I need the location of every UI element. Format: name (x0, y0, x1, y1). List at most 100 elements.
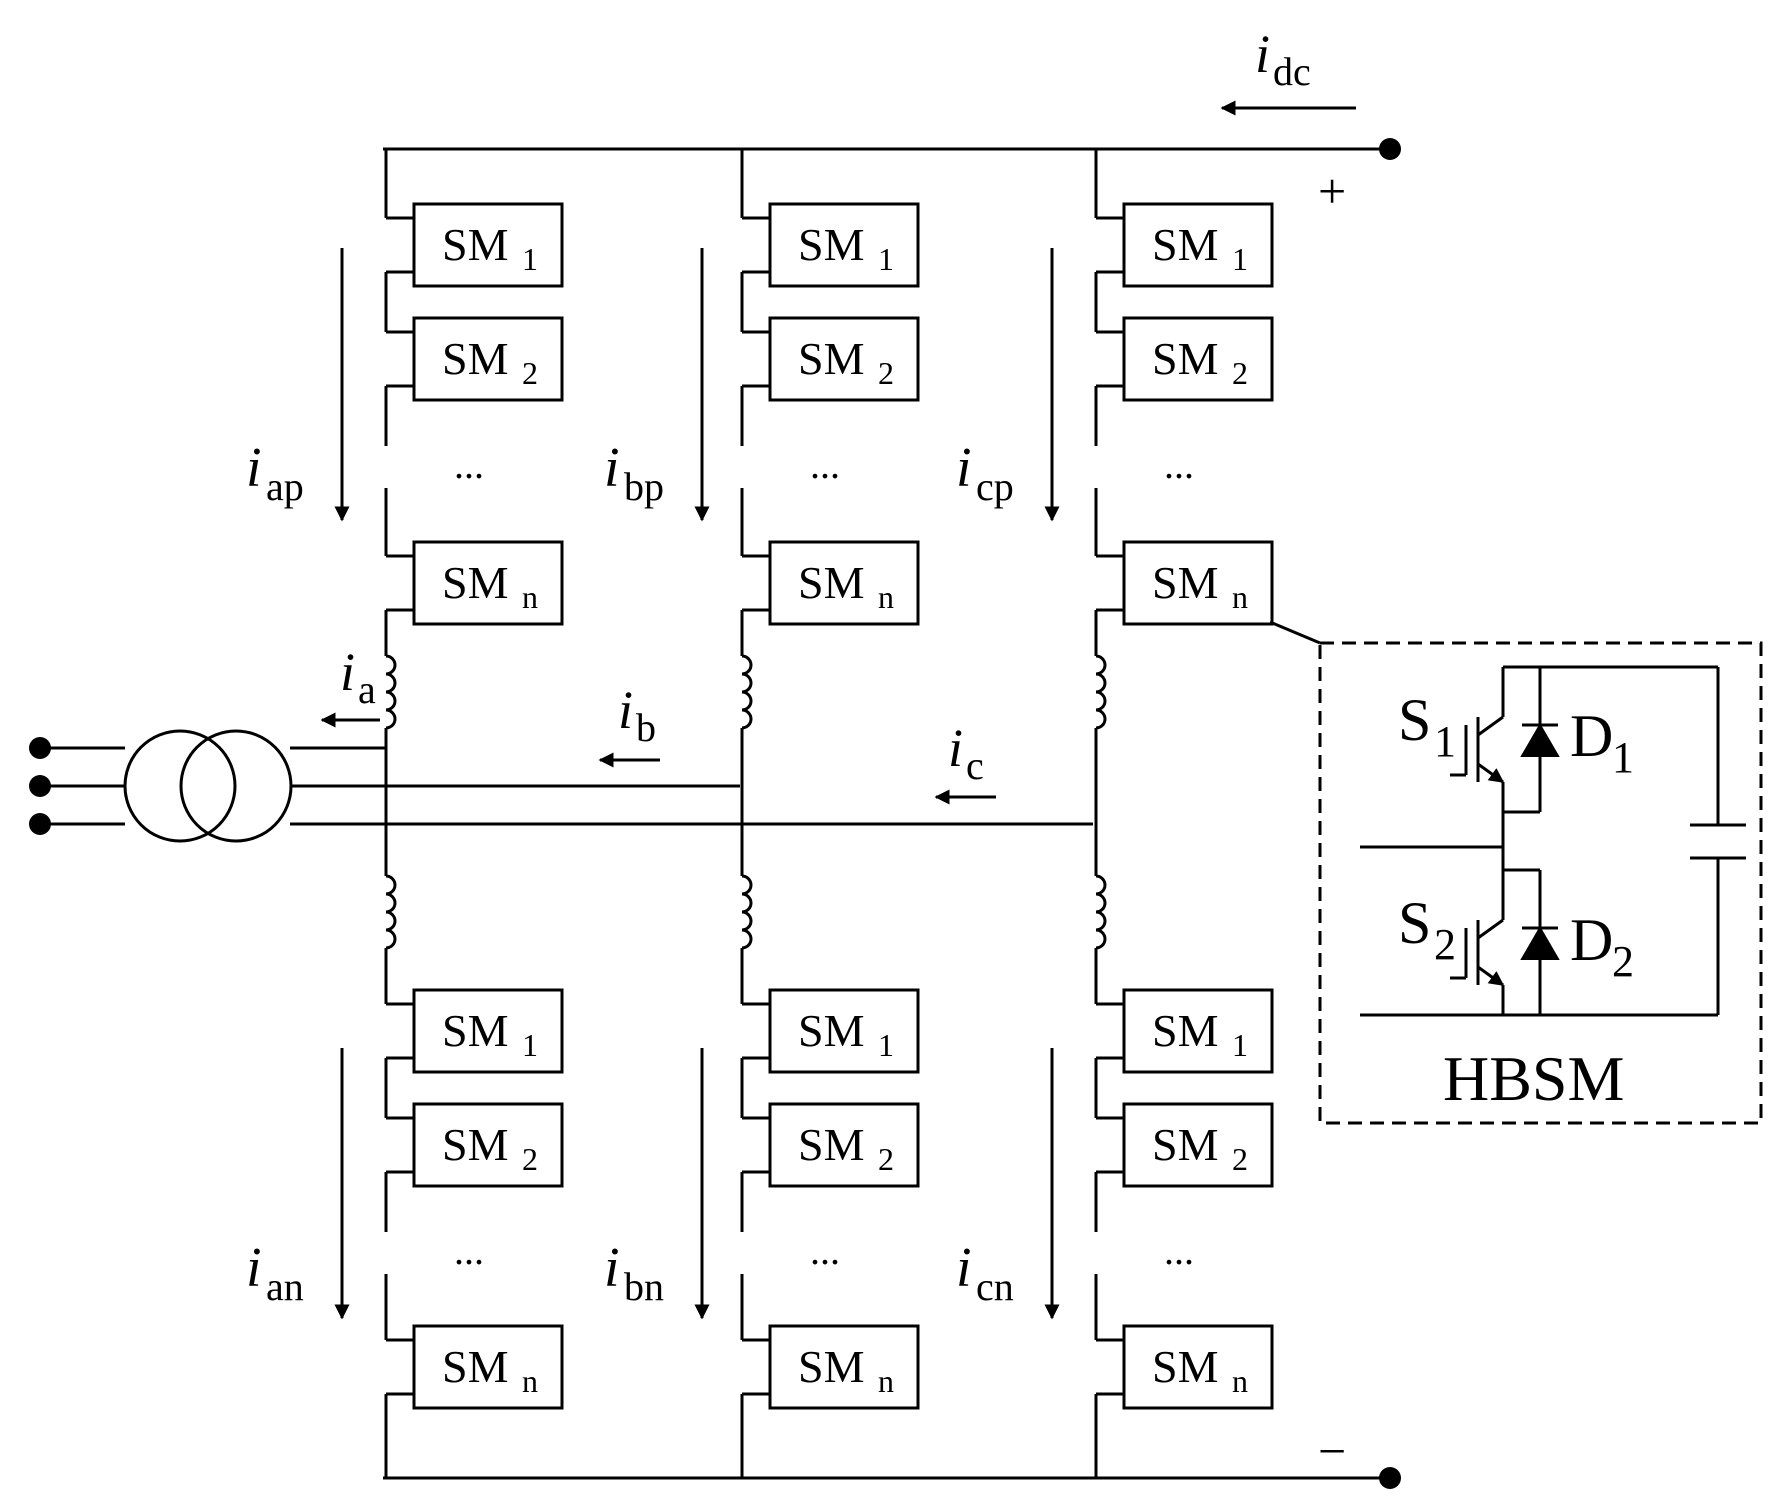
submodule-subscript: 1 (878, 1027, 894, 1063)
submodule-subscript: 2 (522, 355, 538, 391)
submodule-label: SM (1152, 333, 1218, 384)
arm-reactor-bn (741, 874, 753, 950)
submodule-box (1122, 540, 1274, 626)
arm-reactor-ap (385, 654, 397, 730)
ellipsis-an: ... (454, 1228, 484, 1273)
submodule-label: SM (1152, 219, 1218, 270)
s2-label: S (1398, 890, 1431, 956)
d2-subscript: 2 (1612, 937, 1634, 986)
submodule-box (412, 540, 564, 626)
submodule-cn-2: SM 2 (1096, 1102, 1274, 1188)
submodule-subscript: 1 (522, 241, 538, 277)
submodule-subscript: 1 (1232, 241, 1248, 277)
submodule-subscript: 2 (878, 355, 894, 391)
submodule-label: SM (442, 1119, 508, 1170)
submodule-subscript: 1 (522, 1027, 538, 1063)
d1-subscript: 1 (1612, 733, 1634, 782)
submodule-box (768, 540, 920, 626)
submodule-subscript: n (878, 579, 894, 615)
submodule-box (768, 1324, 920, 1410)
submodule-box (1122, 1324, 1274, 1410)
icp-subscript: cp (976, 464, 1014, 509)
ia-label: i (340, 642, 355, 702)
iap-label: i (246, 437, 262, 499)
submodule-subscript: 1 (1232, 1027, 1248, 1063)
ian-label: i (246, 1237, 262, 1299)
s1-emitter-arrow (1477, 762, 1505, 784)
submodule-box (1122, 988, 1274, 1074)
submodule-label: SM (1152, 1341, 1218, 1392)
ib-subscript: b (636, 705, 656, 750)
s1-label: S (1398, 687, 1431, 753)
submodule-box (1122, 202, 1274, 288)
d1-label: D (1570, 703, 1613, 769)
icn-subscript: cn (976, 1264, 1014, 1309)
ellipsis-bn: ... (810, 1228, 840, 1273)
submodule-subscript: n (878, 1363, 894, 1399)
submodule-box (412, 1324, 564, 1410)
submodule-label: SM (798, 1119, 864, 1170)
ibp-subscript: bp (624, 464, 664, 509)
submodule-subscript: n (1232, 579, 1248, 615)
ian-subscript: an (266, 1264, 304, 1309)
minus-sign: − (1318, 1423, 1346, 1479)
submodule-label: SM (442, 1005, 508, 1056)
plus-sign: + (1318, 163, 1346, 219)
icp-label: i (956, 437, 972, 499)
d1-diode (1520, 723, 1560, 757)
submodule-box (412, 316, 564, 402)
submodule-subscript: 2 (1232, 1141, 1248, 1177)
submodule-label: SM (798, 333, 864, 384)
s2-subscript: 2 (1434, 920, 1456, 969)
submodule-box (1122, 316, 1274, 402)
submodule-bn-3: SM n (742, 1324, 920, 1410)
submodule-label: SM (1152, 1005, 1218, 1056)
negative-dc-terminal (1379, 1467, 1401, 1489)
submodule-an-2: SM 2 (386, 1102, 564, 1188)
ic-subscript: c (966, 743, 984, 788)
submodule-box (412, 202, 564, 288)
submodule-subscript: 2 (878, 1141, 894, 1177)
dc-bus: + − i dc (383, 24, 1401, 1489)
ia-subscript: a (358, 667, 376, 712)
submodule-box (412, 1102, 564, 1188)
phase-current-labels: i a i b i c (320, 642, 996, 805)
submodule-cn-1: SM 1 (1096, 988, 1274, 1074)
submodule-bn-2: SM 2 (742, 1102, 920, 1188)
positive-dc-terminal (1379, 138, 1401, 160)
submodule-box (768, 202, 920, 288)
submodule-box (768, 1102, 920, 1188)
ellipsis-bp: ... (810, 442, 840, 487)
ib-label: i (618, 680, 633, 740)
idc-subscript: dc (1273, 49, 1311, 94)
submodule-subscript: 2 (1232, 355, 1248, 391)
d2-label: D (1570, 907, 1613, 973)
ellipsis-cn: ... (1164, 1228, 1194, 1273)
hbsm-callout-line (1269, 620, 1321, 645)
ibp-label: i (604, 437, 620, 499)
submodule-box (1122, 1102, 1274, 1188)
submodule-label: SM (1152, 1119, 1218, 1170)
submodule-subscript: 2 (522, 1141, 538, 1177)
ibn-subscript: bn (624, 1264, 664, 1309)
submodule-box (412, 988, 564, 1074)
ellipsis-ap: ... (454, 442, 484, 487)
arm-reactor-cp (1095, 654, 1107, 730)
arm-reactor-cn (1095, 874, 1107, 950)
icn-label: i (956, 1237, 972, 1299)
submodule-label: SM (798, 1341, 864, 1392)
hbsm-title: HBSM (1443, 1043, 1624, 1114)
d2-diode (1520, 926, 1560, 960)
